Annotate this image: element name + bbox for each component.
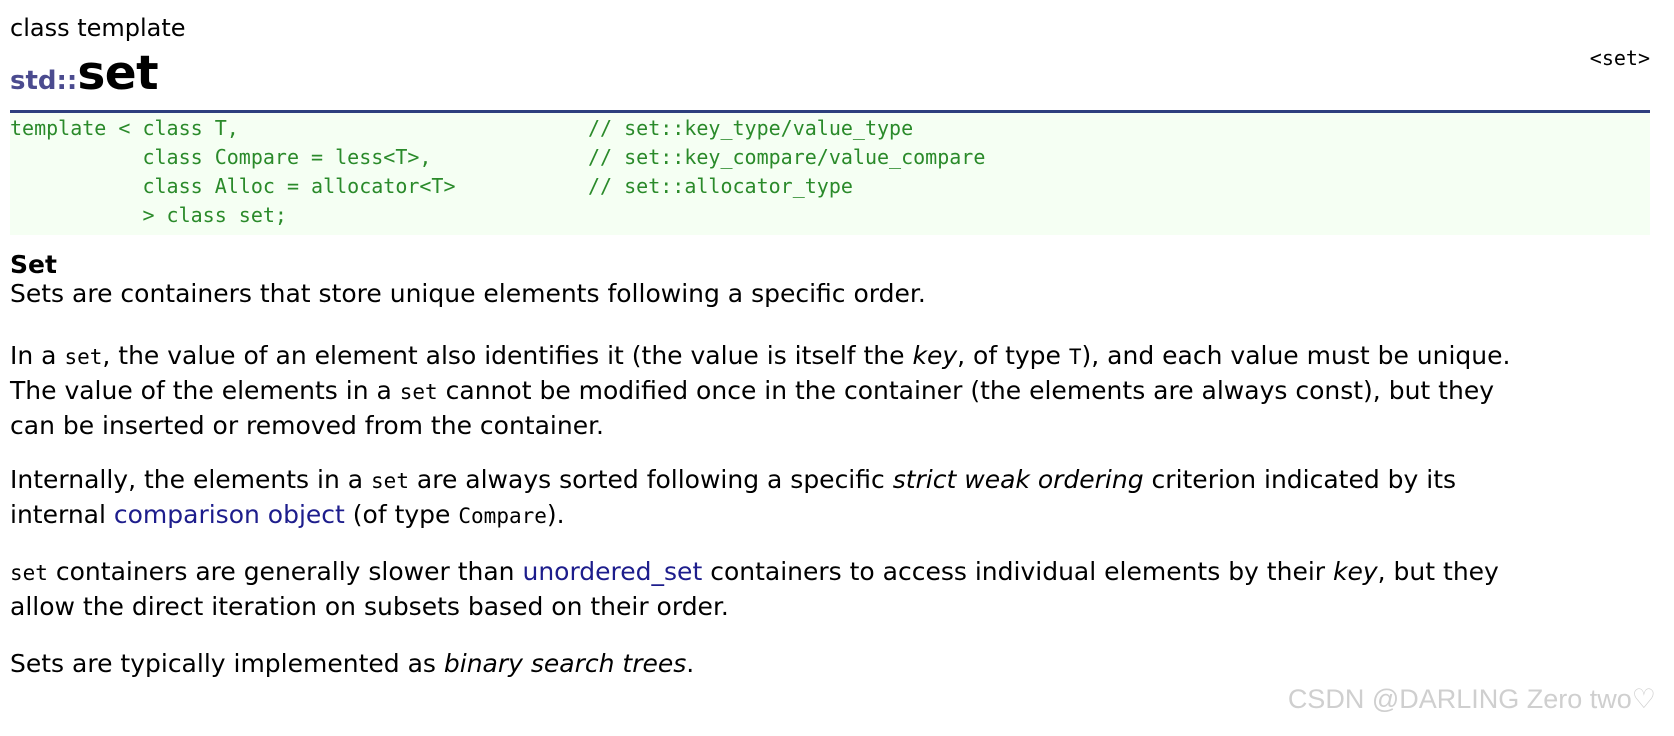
emphasis: key [912,341,958,370]
inline-code: set [64,345,103,369]
unordered-set-link[interactable]: unordered_set [522,557,703,586]
paragraph-implementation: Sets are typically implemented as binary… [10,647,1650,680]
paragraph-text: ), and each value must be unique. [1081,341,1511,370]
comparison-object-link[interactable]: comparison object [113,500,345,529]
emphasis: binary search trees [443,649,687,678]
paragraph-text: Sets are typically implemented as [10,649,444,678]
page-title: std::set [10,46,159,110]
namespace-prefix: std:: [10,66,78,96]
paragraph-text: ). [546,500,565,529]
header-file-link[interactable]: <set> [1589,46,1650,70]
emphasis: key [1333,557,1378,586]
paragraph-text: criterion indicated by its [1143,465,1457,494]
code-line: class Alloc = allocator<T> [10,174,456,198]
paragraph-text: . [686,649,695,678]
title-divider [10,110,1650,113]
code-comment: // set::allocator_type [588,174,853,198]
paragraph-text: , of type [957,341,1069,370]
code-line: template < class T, [10,116,239,140]
paragraph-ordering: Internally, the elements in a set are al… [10,463,1650,533]
code-line: > class set; [10,203,287,227]
paragraph-text: Internally, the elements in a [10,465,372,494]
inline-code: T [1068,345,1082,369]
inline-code: set [371,469,409,493]
paragraph-text: , the value of an element also identifie… [102,341,913,370]
paragraph-text: (of type [344,500,459,529]
paragraph-text: The value of the elements in a [10,376,400,405]
emphasis: strict weak ordering [892,465,1144,494]
paragraph-text: cannot be modified once in the container… [437,376,1494,405]
paragraph-intro: Sets are containers that store unique el… [10,277,1650,310]
template-declaration: template < class T, // set::key_type/val… [10,113,1650,235]
code-line: class Compare = less<T>, [10,145,432,169]
watermark: CSDN @DARLING Zero two♡ [1287,684,1656,714]
paragraph-value-identity: In a set, the value of an element also i… [10,339,1650,442]
entity-kind: class template [10,14,186,42]
paragraph-performance: set containers are generally slower than… [10,555,1650,623]
paragraph-text: allow the direct iteration on subsets ba… [10,592,729,621]
paragraph-text: can be inserted or removed from the cont… [10,411,605,440]
paragraph-text: Sets are containers that store unique el… [10,279,926,308]
inline-code: set [399,380,438,404]
inline-code: set [10,561,48,585]
code-comment: // set::key_compare/value_compare [588,145,986,169]
class-name: set [77,46,159,101]
paragraph-text: internal [10,500,114,529]
section-title: Set [10,250,57,279]
paragraph-text: are always sorted following a specific [408,465,893,494]
paragraph-text: containers to access individual elements… [702,557,1333,586]
paragraph-text: containers are generally slower than [47,557,523,586]
paragraph-text: In a [10,341,65,370]
inline-code: Compare [458,504,547,528]
code-comment: // set::key_type/value_type [588,116,914,140]
paragraph-text: , but they [1377,557,1499,586]
